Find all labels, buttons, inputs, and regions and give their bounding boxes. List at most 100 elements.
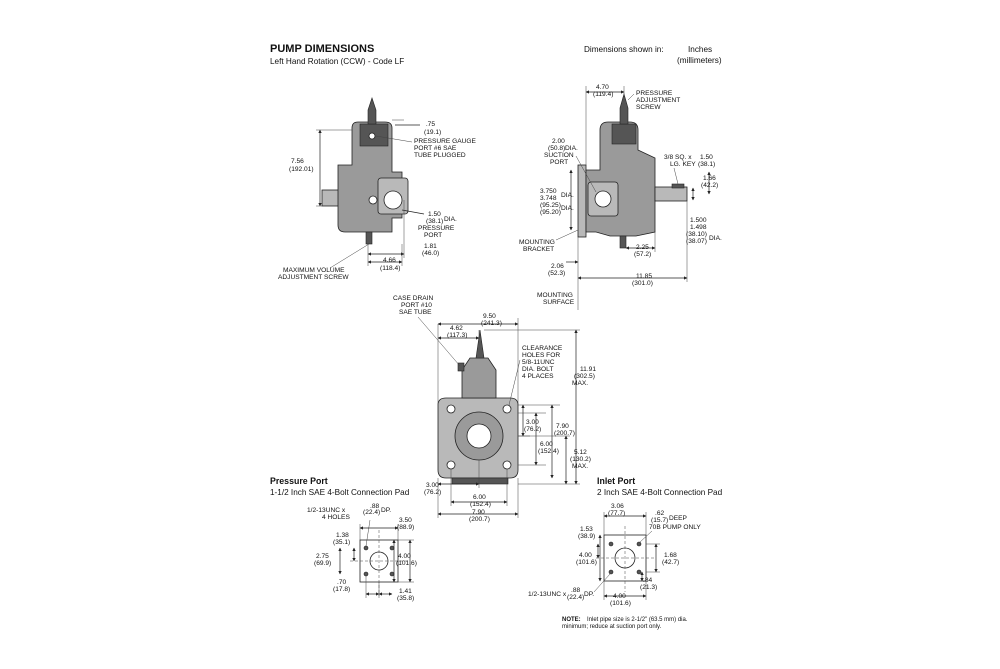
dim-462-in: 4.62 [450,325,463,332]
ip-084-mm: (21.3) [640,584,657,591]
side-volume-screw [365,231,373,245]
pp-holes: 4 HOLES [322,514,350,521]
pp-400-in: 4.00 [398,553,411,560]
ip-306-mm: (77.7) [608,510,625,517]
dim-075-mm: (19.1) [424,129,441,136]
label-key-2: LG. KEY [670,161,696,168]
note-line-2: minimum; reduce at suction port only. [562,624,662,630]
label-press-3: SCREW [636,104,661,111]
pp-hole-3 [363,571,369,577]
dim-1185-mm: (301.0) [632,280,653,287]
pp-350-in: 3.50 [399,517,412,524]
ip-153-in: 1.53 [580,526,593,533]
label-suction: SUCTION [544,152,574,159]
ip-168-in: 1.68 [664,552,677,559]
pp-138-in: 1.38 [336,532,349,539]
dim-790-in: 7.90 [556,423,569,430]
label-key-1: 3/8 SQ. x [664,154,692,161]
bottom-foot [451,477,509,485]
bolt-hole-1 [446,404,456,414]
case-drain-port [457,362,465,372]
side-pressure-port [383,190,403,210]
label-clear-4: DIA. BOLT [522,366,553,373]
label-port: PORT [424,232,442,239]
dim-512-max: MAX. [572,463,588,470]
dim-1191-max: MAX. [572,380,588,387]
front-drain [619,235,627,249]
pp-hole-2 [389,545,395,551]
label-clear-3: 5/8-11UNC [522,359,555,366]
label-press-1: PRESSURE [636,90,673,97]
pp-141-mm: (35.8) [397,595,414,602]
dim-3807: (38.07) [686,238,707,245]
ip-400b-mm: (101.6) [610,600,631,607]
pp-275-in: 2.75 [316,553,329,560]
pp-deep-dp: DP. [381,507,391,514]
ip-thread-mm: (22.4) [567,594,584,601]
bolt-hole-2 [502,404,512,414]
ip-hole-4 [636,569,642,575]
ip-400b-in: 4.00 [613,593,626,600]
units-primary: Inches [688,45,712,54]
pressure-port-subtitle: 1-1/2 Inch SAE 4-Bolt Connection Pad [270,488,410,497]
ip-400a-mm: (101.6) [576,559,597,566]
dim-470-mm: (119.4) [593,91,613,98]
dim-206-mm: (52.3) [548,270,565,277]
dim-200-mm: (50.8) [548,145,565,152]
pp-138-mm: (35.1) [333,539,350,546]
bottom-stem [475,329,485,359]
pp-070-in: .70 [337,579,346,586]
ip-153-mm: (38.9) [578,533,595,540]
bolt-hole-3 [446,460,456,470]
label-vol-2: ADJUSTMENT SCREW [278,274,349,281]
pp-hole-4 [389,571,395,577]
dim-b300-mm: (76.2) [424,489,441,496]
pp-deep-in: .88 [370,503,379,510]
dim-166-in: 1.66 [703,175,716,182]
header: PUMP DIMENSIONS Left Hand Rotation (CCW)… [270,43,722,66]
front-key [671,183,685,189]
suction-port [594,190,612,208]
side-shaft [321,189,341,207]
dim-181-mm: (46.0) [422,250,439,257]
dim-height-mm: (192.01) [289,166,314,173]
label-drain-3: SAE TUBE [399,309,432,316]
front-adjust-stem [619,92,629,125]
dim-pilot-dia-2: DIA. [561,205,574,212]
dim-height-in: 7.56 [291,158,304,165]
ip-thread-in: .88 [571,587,580,594]
dim-466-in: 4.66 [383,257,396,264]
front-upper-block [611,123,637,145]
label-gauge-2: PORT #6 SAE [414,145,457,152]
ip-hole-2 [636,541,642,547]
label-bracket-1: MOUNTING [519,239,555,246]
units-secondary: (millimeters) [677,56,722,65]
label-pressure: PRESSURE [418,225,455,232]
side-gauge-port [368,132,376,140]
inlet-port-subtitle: 2 Inch SAE 4-Bolt Connection Pad [597,488,723,497]
ip-306-in: 3.06 [611,503,624,510]
pp-deep-mm: (22.4) [363,509,380,516]
bottom-view: CASE DRAIN PORT #10 SAE TUBE 9.50 (241.3… [393,295,596,523]
dim-466-mm: (118.4) [380,265,400,272]
pp-141-in: 1.41 [399,588,412,595]
note: NOTE: Inlet pipe size is 2-1/2" (63.5 mm… [562,617,688,630]
dim-1191-mm: (302.5) [574,373,595,380]
dim-512-mm: (130.2) [570,456,591,463]
dim-300-in: 3.00 [526,419,539,426]
dim-port-in: 1.50 [428,211,441,218]
dim-3748: 3.748 [540,195,557,202]
dim-950-mm: (241.3) [481,320,502,327]
mounting-bracket [577,164,587,238]
dim-225-in: 2.25 [636,244,649,251]
label-gauge-3: TUBE PLUGGED [414,152,466,159]
dim-462-mm: (117.3) [447,332,467,339]
ip-hole-1 [608,541,614,547]
dim-150-in: 1.50 [700,154,713,161]
ip-thread-dp: DP. [584,591,594,598]
ip-084-in: .84 [643,577,652,584]
dim-950-in: 9.50 [483,313,496,320]
dim-9520: (95.20) [540,209,561,216]
dim-1498: 1.498 [690,224,707,231]
inlet-port-title: Inlet Port [597,476,635,486]
